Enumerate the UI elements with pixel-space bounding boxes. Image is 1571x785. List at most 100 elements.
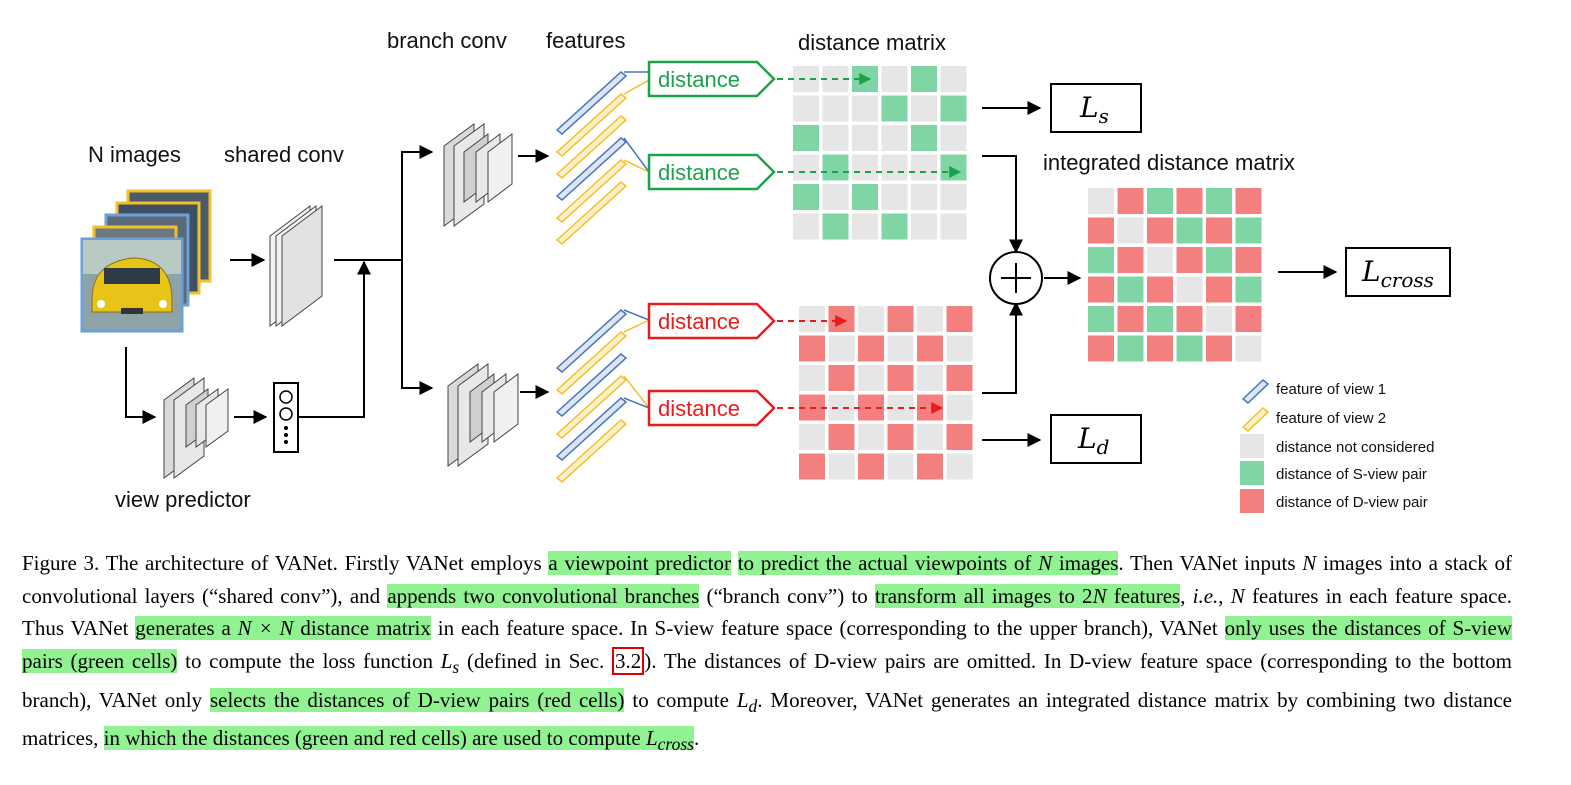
matrix-cell <box>946 306 973 332</box>
svg-text:Lcross: Lcross <box>1361 255 1434 292</box>
matrix-cell <box>1117 217 1144 244</box>
matrix-cell <box>1088 335 1114 362</box>
sum-operator <box>989 251 1043 305</box>
features-label: features <box>546 28 626 53</box>
matrix-cell <box>1147 306 1173 332</box>
matrix-cell <box>828 453 855 480</box>
matrix-cell <box>1117 247 1144 273</box>
distance-label: distance <box>658 160 740 185</box>
n-images-label: N images <box>88 142 181 167</box>
matrix-cell <box>1147 217 1173 244</box>
matrix-cell <box>858 335 884 362</box>
svg-text:Ls: Ls <box>1079 91 1109 128</box>
matrix-cell <box>828 306 855 332</box>
matrix-cell <box>881 66 908 92</box>
matrix-cell <box>1117 335 1144 362</box>
matrix-cell <box>1206 188 1232 214</box>
loss-lcross-box: Lcross <box>1345 247 1451 297</box>
matrix-cell <box>858 306 884 332</box>
matrix-cell <box>822 125 849 151</box>
matrix-cell <box>1176 247 1203 273</box>
matrix-cell <box>911 184 937 210</box>
matrix-cell <box>793 95 819 122</box>
matrix-cell <box>940 95 967 122</box>
matrix-cell <box>887 453 914 480</box>
matrix-cell <box>1206 276 1232 303</box>
matrix-cell <box>911 154 937 181</box>
d-view-distance-matrix <box>799 306 973 480</box>
shared-conv-label: shared conv <box>224 142 344 167</box>
matrix-cell <box>911 125 937 151</box>
legend-swatch-red <box>1240 489 1264 513</box>
matrix-cell <box>917 365 943 391</box>
loss-ld-box: Ld <box>1050 414 1142 464</box>
branch-conv-label: branch conv <box>387 28 507 53</box>
matrix-cell <box>1088 247 1114 273</box>
matrix-cell <box>1147 335 1173 362</box>
distance-matrix-label: distance matrix <box>798 30 946 55</box>
matrix-cell <box>940 184 967 210</box>
section-reference-link[interactable]: 3.2 <box>612 646 645 675</box>
matrix-cell <box>917 424 943 450</box>
legend-swatch-gray <box>1240 434 1264 458</box>
distance-label: distance <box>658 396 740 421</box>
matrix-cell <box>822 184 849 210</box>
legend-label: distance of S-view pair <box>1276 466 1427 483</box>
matrix-cell <box>1147 276 1173 303</box>
loss-ls-box: Ls <box>1050 83 1142 133</box>
matrix-cell <box>1235 335 1262 362</box>
matrix-cell <box>852 154 878 181</box>
matrix-cell <box>1176 276 1203 303</box>
matrix-cell <box>799 335 825 362</box>
matrix-cell <box>917 335 943 362</box>
matrix-cell <box>1147 247 1173 273</box>
matrix-cell <box>793 125 819 151</box>
matrix-cell <box>940 66 967 92</box>
matrix-cell <box>858 365 884 391</box>
matrix-cell <box>1088 217 1114 244</box>
branch-conv-upper <box>443 123 513 227</box>
feature-view2-icon <box>1241 407 1270 432</box>
matrix-cell <box>1235 276 1262 303</box>
figure-caption: Figure 3. The architecture of VANet. Fir… <box>22 551 1513 755</box>
matrix-cell <box>828 424 855 450</box>
matrix-cell <box>911 95 937 122</box>
matrix-cell <box>881 213 908 240</box>
matrix-cell <box>940 125 967 151</box>
matrix-cell <box>940 154 967 181</box>
matrix-cell <box>1235 247 1262 273</box>
matrix-cell <box>946 453 973 480</box>
matrix-cell <box>917 453 943 480</box>
distance-label: distance <box>658 309 740 334</box>
matrix-cell <box>822 213 849 240</box>
matrix-cell <box>946 335 973 362</box>
matrix-cell <box>1117 188 1144 214</box>
matrix-cell <box>1117 276 1144 303</box>
matrix-cell <box>887 424 914 450</box>
matrix-cell <box>828 365 855 391</box>
feature-view1-icon <box>1241 379 1270 404</box>
features-lower <box>555 309 650 483</box>
matrix-cell <box>852 213 878 240</box>
matrix-cell <box>881 184 908 210</box>
matrix-cell <box>940 213 967 240</box>
matrix-cell <box>822 95 849 122</box>
architecture-figure: N images shared conv branch conv feature… <box>80 28 1451 513</box>
matrix-cell <box>1147 188 1173 214</box>
distance-box-upper-2: distance <box>647 153 776 191</box>
matrix-cell <box>858 453 884 480</box>
shared-conv-block <box>269 205 323 327</box>
matrix-cell <box>946 365 973 391</box>
matrix-cell <box>1206 335 1232 362</box>
matrix-cell <box>1206 247 1232 273</box>
view-predictor-label: view predictor <box>115 487 251 512</box>
matrix-cell <box>822 154 849 181</box>
matrix-cell <box>946 394 973 421</box>
input-images-stack <box>80 189 212 333</box>
matrix-cell <box>793 184 819 210</box>
matrix-cell <box>799 306 825 332</box>
view-predictor-conv <box>163 377 229 479</box>
matrix-cell <box>793 213 819 240</box>
distance-label: distance <box>658 67 740 92</box>
matrix-cell <box>887 306 914 332</box>
